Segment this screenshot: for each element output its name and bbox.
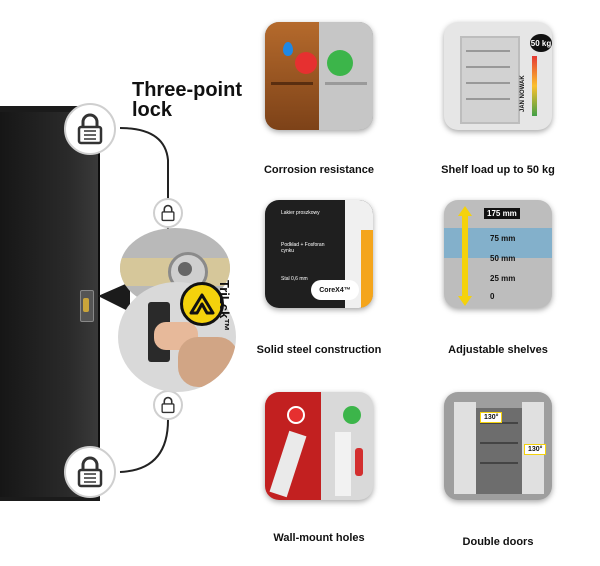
shelf-load-caption: Shelf load up to 50 kg [441, 164, 555, 176]
lower-small-lock-badge [153, 390, 183, 420]
double-doors-caption: Double doors [462, 536, 534, 548]
wall-mount-caption: Wall-mount holes [273, 532, 365, 544]
height-label-175: 175 mm [484, 208, 520, 219]
padlock-icon [77, 113, 103, 145]
corex4-badge: CoreX4™ [311, 280, 359, 300]
load-badge: 50 kg [530, 34, 552, 52]
trilock-label: TriLck™ [217, 280, 232, 332]
height-label-0: 0 [490, 292, 495, 301]
double-doors-tile: 130° 130° [444, 392, 552, 500]
happy-face-icon [343, 406, 361, 424]
wall-mount-tile [265, 392, 373, 500]
corrosion-tile [265, 22, 373, 130]
adjustable-shelves-tile: 175 mm 75 mm 50 mm 25 mm 0 [444, 200, 552, 308]
steel-label: Stal 0,6 mm [281, 276, 308, 282]
height-label-75: 75 mm [490, 234, 516, 243]
door-angle-left: 130° [480, 412, 503, 423]
happy-face-icon [327, 50, 353, 76]
primer-label: Podkład + Fosforan cynku [281, 242, 325, 254]
trilock-badge [180, 282, 224, 326]
padlock-icon [161, 396, 175, 414]
height-label-50: 50 mm [490, 254, 516, 263]
upper-small-lock-badge [153, 198, 183, 228]
padlock-icon [161, 204, 175, 222]
height-label-25: 25 mm [490, 274, 516, 283]
steel-construction-tile: Lakier proszkowy Podkład + Fosforan cynk… [265, 200, 373, 308]
lock-title: Three-point lock [132, 79, 242, 121]
door-angle-right: 130° [524, 444, 547, 455]
trilock-logo-icon [189, 293, 215, 315]
lock-handle-photo [118, 282, 236, 392]
water-drop-icon [283, 42, 293, 56]
top-lock-badge [64, 103, 116, 155]
shelf-load-tile: 50 kg JAN NOWAK [444, 22, 552, 130]
steel-caption: Solid steel construction [256, 344, 382, 356]
brand-label: JAN NOWAK [520, 75, 526, 112]
sad-face-icon [295, 52, 317, 74]
cabinet-handle-key [83, 298, 89, 312]
paint-label: Lakier proszkowy [281, 210, 320, 216]
bottom-lock-badge [64, 446, 116, 498]
sad-face-icon [287, 406, 305, 424]
adjustable-caption: Adjustable shelves [448, 344, 548, 356]
corrosion-caption: Corrosion resistance [263, 164, 375, 176]
padlock-icon [77, 456, 103, 488]
